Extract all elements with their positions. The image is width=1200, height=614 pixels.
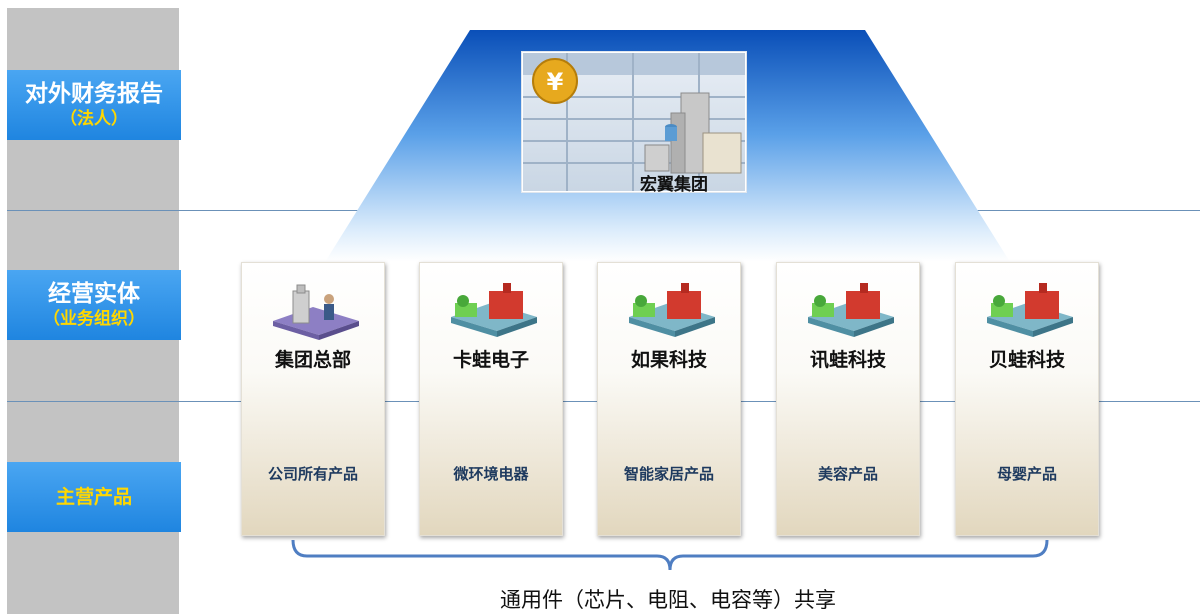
row-label-operating-main: 经营实体	[48, 281, 140, 307]
unit-name: 集团总部	[274, 349, 351, 371]
unit-product: 母婴产品	[996, 465, 1057, 483]
unit-name: 如果科技	[630, 349, 707, 371]
unit-column-headquarters: 集团总部 公司所有产品	[241, 262, 385, 536]
building-yuan-icon: ¥	[523, 53, 745, 191]
factory-icon	[451, 283, 537, 337]
unit-product: 公司所有产品	[267, 465, 358, 483]
unit-product: 微环境电器	[453, 465, 529, 483]
row-label-financial-sub: （法人）	[60, 109, 128, 129]
unit-column-beiwa-tech: 贝蛙科技 母婴产品	[955, 262, 1099, 536]
row-label-operating: 经营实体 （业务组织）	[7, 270, 181, 340]
unit-product: 美容产品	[817, 465, 878, 483]
unit-name: 讯蛙科技	[809, 349, 886, 371]
row-label-products-main: 主营产品	[55, 486, 132, 508]
shared-components-text: 通用件（芯片、电阻、电容等）共享	[500, 588, 836, 612]
headquarters-icon	[273, 284, 359, 340]
factory-icon	[808, 283, 894, 337]
unit-column-xunwa-tech: 讯蛙科技 美容产品	[776, 262, 920, 536]
factory-icon	[987, 283, 1073, 337]
svg-text:¥: ¥	[547, 68, 564, 96]
unit-column-kawa-electronics: 卡蛙电子 微环境电器	[419, 262, 563, 536]
row-label-financial: 对外财务报告 （法人）	[7, 70, 181, 140]
row-label-products: 主营产品	[7, 462, 181, 532]
row-label-financial-main: 对外财务报告	[25, 81, 163, 107]
shared-bracket	[291, 539, 1049, 571]
unit-name: 贝蛙科技	[988, 349, 1065, 371]
divider-top	[7, 210, 1200, 211]
shared-components-caption: 通用件（芯片、电阻、电容等）共享	[0, 584, 1200, 614]
unit-column-ruguo-tech: 如果科技 智能家居产品	[597, 262, 741, 536]
group-card: ¥	[522, 52, 746, 192]
unit-product: 智能家居产品	[623, 465, 714, 483]
row-label-operating-sub: （业务组织）	[43, 309, 145, 329]
unit-name: 卡蛙电子	[452, 349, 529, 371]
factory-icon	[629, 283, 715, 337]
group-name: 宏翼集团	[640, 175, 708, 195]
